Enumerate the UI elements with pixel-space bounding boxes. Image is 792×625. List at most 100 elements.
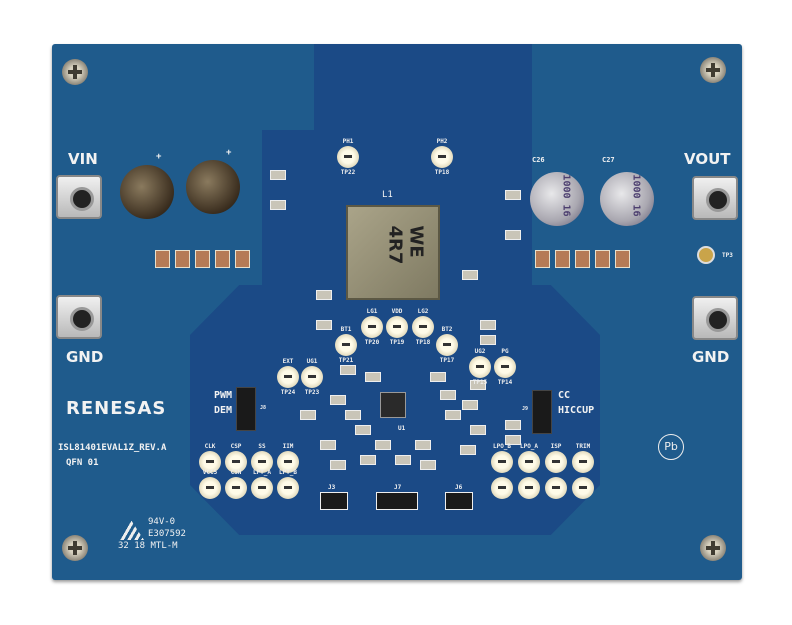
smd-component xyxy=(320,440,336,450)
test-point-pg[interactable] xyxy=(494,356,516,378)
smd-component xyxy=(440,390,456,400)
smd-component xyxy=(505,190,521,200)
ceramic-capacitor xyxy=(615,250,630,268)
smd-component xyxy=(470,380,486,390)
smd-component xyxy=(445,410,461,420)
test-point-isp[interactable] xyxy=(545,451,567,473)
jumper-j8[interactable] xyxy=(236,387,256,431)
smd-component xyxy=(430,372,446,382)
test-point-vcc5[interactable] xyxy=(199,477,221,499)
test-point-label: LPO_B xyxy=(492,443,512,450)
test-point-lg2[interactable] xyxy=(412,316,434,338)
test-point-ref: TP22 xyxy=(340,169,356,176)
test-point-ug2[interactable] xyxy=(469,356,491,378)
smd-component xyxy=(505,420,521,430)
test-point-ext[interactable] xyxy=(277,366,299,388)
test-point-label: UG2 xyxy=(474,348,486,355)
screw-icon xyxy=(62,59,88,85)
test-point-label: PH1 xyxy=(342,138,354,145)
test-point-ref: TP23 xyxy=(304,389,320,396)
header-j3[interactable] xyxy=(320,492,348,510)
smd-component xyxy=(300,410,316,420)
inductor-ref: L1 xyxy=(382,190,393,200)
pb-free-icon: Pb xyxy=(658,434,684,460)
ceramic-capacitor xyxy=(595,250,610,268)
inductor-marking: WE 4R7 xyxy=(384,225,427,265)
tp3-pad[interactable] xyxy=(697,246,715,264)
vin-terminal[interactable] xyxy=(56,175,102,219)
test-point-csn[interactable] xyxy=(225,477,247,499)
vin-label: VIN xyxy=(68,150,98,168)
smd-component xyxy=(462,270,478,280)
test-point-lpt_a[interactable] xyxy=(251,477,273,499)
test-point-label: TRIM xyxy=(575,443,591,450)
output-capacitor-c26 xyxy=(530,172,584,226)
screw-icon xyxy=(700,535,726,561)
smd-component xyxy=(415,440,431,450)
c26-marking: 1000 16 xyxy=(560,174,572,217)
test-point-lpt_b[interactable] xyxy=(277,477,299,499)
gnd-out-label: GND xyxy=(692,348,730,366)
test-point-lpo_b[interactable] xyxy=(491,451,513,473)
smd-component xyxy=(470,425,486,435)
test-point-clk[interactable] xyxy=(199,451,221,473)
smd-component xyxy=(505,435,521,445)
test-point-ph2[interactable] xyxy=(431,146,453,168)
screw-icon xyxy=(700,57,726,83)
test-point[interactable] xyxy=(545,477,567,499)
polarity-mark: + xyxy=(226,148,232,158)
test-point[interactable] xyxy=(491,477,513,499)
test-point-ss[interactable] xyxy=(251,451,273,473)
test-point-bt2[interactable] xyxy=(436,334,458,356)
test-point-vdd[interactable] xyxy=(386,316,408,338)
controller-ic-u1 xyxy=(380,392,406,418)
date-code: 32 18 MTL-M xyxy=(118,541,178,551)
j8-ref: J8 xyxy=(260,405,267,411)
test-point-label: VCC5 xyxy=(202,469,218,476)
jumper-j9[interactable] xyxy=(532,390,552,434)
test-point-ph1[interactable] xyxy=(337,146,359,168)
test-point-ref: TP20 xyxy=(364,339,380,346)
test-point-label: ISP xyxy=(550,443,562,450)
test-point-csp[interactable] xyxy=(225,451,247,473)
header-j7[interactable] xyxy=(376,492,418,510)
smd-component xyxy=(480,320,496,330)
test-point-lg1[interactable] xyxy=(361,316,383,338)
smd-component xyxy=(330,460,346,470)
vout-terminal[interactable] xyxy=(692,176,738,220)
variant-label: QFN 01 xyxy=(66,458,99,468)
screw-icon xyxy=(62,535,88,561)
output-capacitor-c27 xyxy=(600,172,654,226)
test-point-ug1[interactable] xyxy=(301,366,323,388)
j3-ref: J3 xyxy=(328,484,336,491)
smd-component xyxy=(480,335,496,345)
smd-component xyxy=(270,170,286,180)
test-point-label: LPO_A xyxy=(519,443,539,450)
test-point-lpo_a[interactable] xyxy=(518,451,540,473)
test-point-label: PH2 xyxy=(436,138,448,145)
pb-free-text: Pb xyxy=(664,440,678,453)
gnd-out-terminal[interactable] xyxy=(692,296,738,340)
test-point-iim[interactable] xyxy=(277,451,299,473)
c26-label: C26 xyxy=(532,156,545,164)
test-point-ref: TP15 xyxy=(472,379,488,386)
c27-marking: 1000 16 xyxy=(630,174,642,217)
test-point-bt1[interactable] xyxy=(335,334,357,356)
test-point[interactable] xyxy=(518,477,540,499)
test-point[interactable] xyxy=(572,477,594,499)
vout-label: VOUT xyxy=(684,150,731,168)
test-point-label: LPT_A xyxy=(252,469,272,476)
header-j6[interactable] xyxy=(445,492,473,510)
smd-component xyxy=(505,230,521,240)
renesas-logo: RENESAS xyxy=(66,398,167,419)
test-point-label: LPT_B xyxy=(278,469,298,476)
gnd-in-terminal[interactable] xyxy=(56,295,102,339)
j9-ref: J9 xyxy=(522,406,529,412)
jumper-j9-option-cc: CC xyxy=(558,390,571,401)
test-point-label: LG2 xyxy=(417,308,429,315)
copper-plane-top xyxy=(314,44,532,144)
test-point-label: IIM xyxy=(282,443,294,450)
test-point-trim[interactable] xyxy=(572,451,594,473)
smd-component xyxy=(270,200,286,210)
test-point-label: PG xyxy=(501,348,509,355)
